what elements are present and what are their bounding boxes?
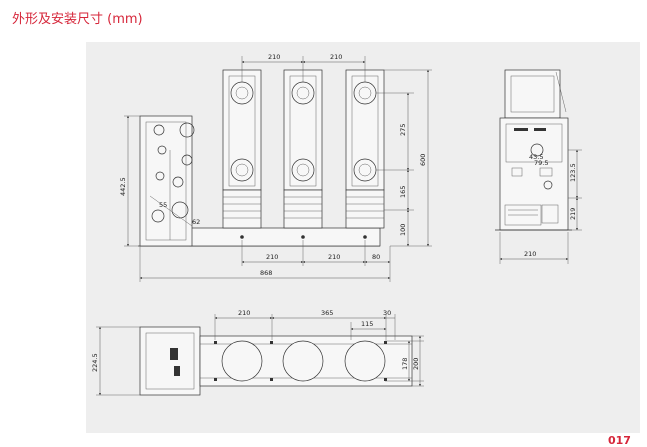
plan-left-height: 224.5 bbox=[91, 353, 99, 372]
front-bottom-dim-1: 210 bbox=[266, 253, 278, 261]
plan-right-dim-178: 178 bbox=[401, 358, 409, 370]
front-right-dim-275: 275 bbox=[399, 124, 407, 136]
side-label-79.5: 79.5 bbox=[534, 159, 548, 167]
mech-label-62: 62 bbox=[192, 218, 200, 226]
page-title: 外形及安装尺寸 (mm) bbox=[12, 12, 143, 27]
side-top-box bbox=[504, 69, 561, 119]
page-number: 017 bbox=[608, 434, 631, 447]
pole-3 bbox=[345, 69, 385, 229]
side-label-43.5: 43.5 bbox=[529, 153, 543, 161]
plan-top-dim-365: 365 bbox=[321, 309, 333, 317]
base-frame bbox=[189, 227, 381, 247]
plan-pole-1 bbox=[221, 340, 263, 382]
front-bottom-dim-3: 80 bbox=[372, 253, 380, 261]
pole-1 bbox=[222, 69, 262, 229]
plan-top-dim-30: 30 bbox=[383, 309, 391, 317]
front-bottom-dim-2: 210 bbox=[328, 253, 340, 261]
plan-top-dim-210: 210 bbox=[238, 309, 250, 317]
plan-top-dim-115: 115 bbox=[361, 320, 373, 328]
front-overall-width: 868 bbox=[260, 269, 272, 277]
front-top-dim-2: 210 bbox=[330, 53, 342, 61]
plan-pole-3 bbox=[344, 340, 386, 382]
side-bottom-dim: 210 bbox=[524, 250, 536, 258]
front-right-dim-165: 165 bbox=[399, 186, 407, 198]
plan-mechanism bbox=[139, 326, 201, 396]
mech-label-55: 55 bbox=[159, 201, 167, 209]
plan-view: 210 365 30 115 224.5 178 200 bbox=[91, 309, 424, 396]
mechanism-housing bbox=[139, 115, 193, 247]
plan-right-dim-200: 200 bbox=[412, 358, 420, 370]
plan-pole-2 bbox=[282, 340, 324, 382]
front-top-dim-1: 210 bbox=[268, 53, 280, 61]
front-left-height: 442.5 bbox=[119, 177, 127, 196]
front-right-dim-100: 100 bbox=[399, 224, 407, 236]
pole-2 bbox=[283, 69, 323, 229]
side-view: 79.5 43.5 123.5 219 210 bbox=[495, 69, 582, 264]
side-body bbox=[499, 117, 569, 231]
side-right-dim-219: 219 bbox=[569, 208, 577, 220]
front-view: 55 62 bbox=[119, 53, 432, 282]
front-right-dim-600: 600 bbox=[419, 154, 427, 166]
side-right-dim-123.5: 123.5 bbox=[569, 163, 577, 182]
